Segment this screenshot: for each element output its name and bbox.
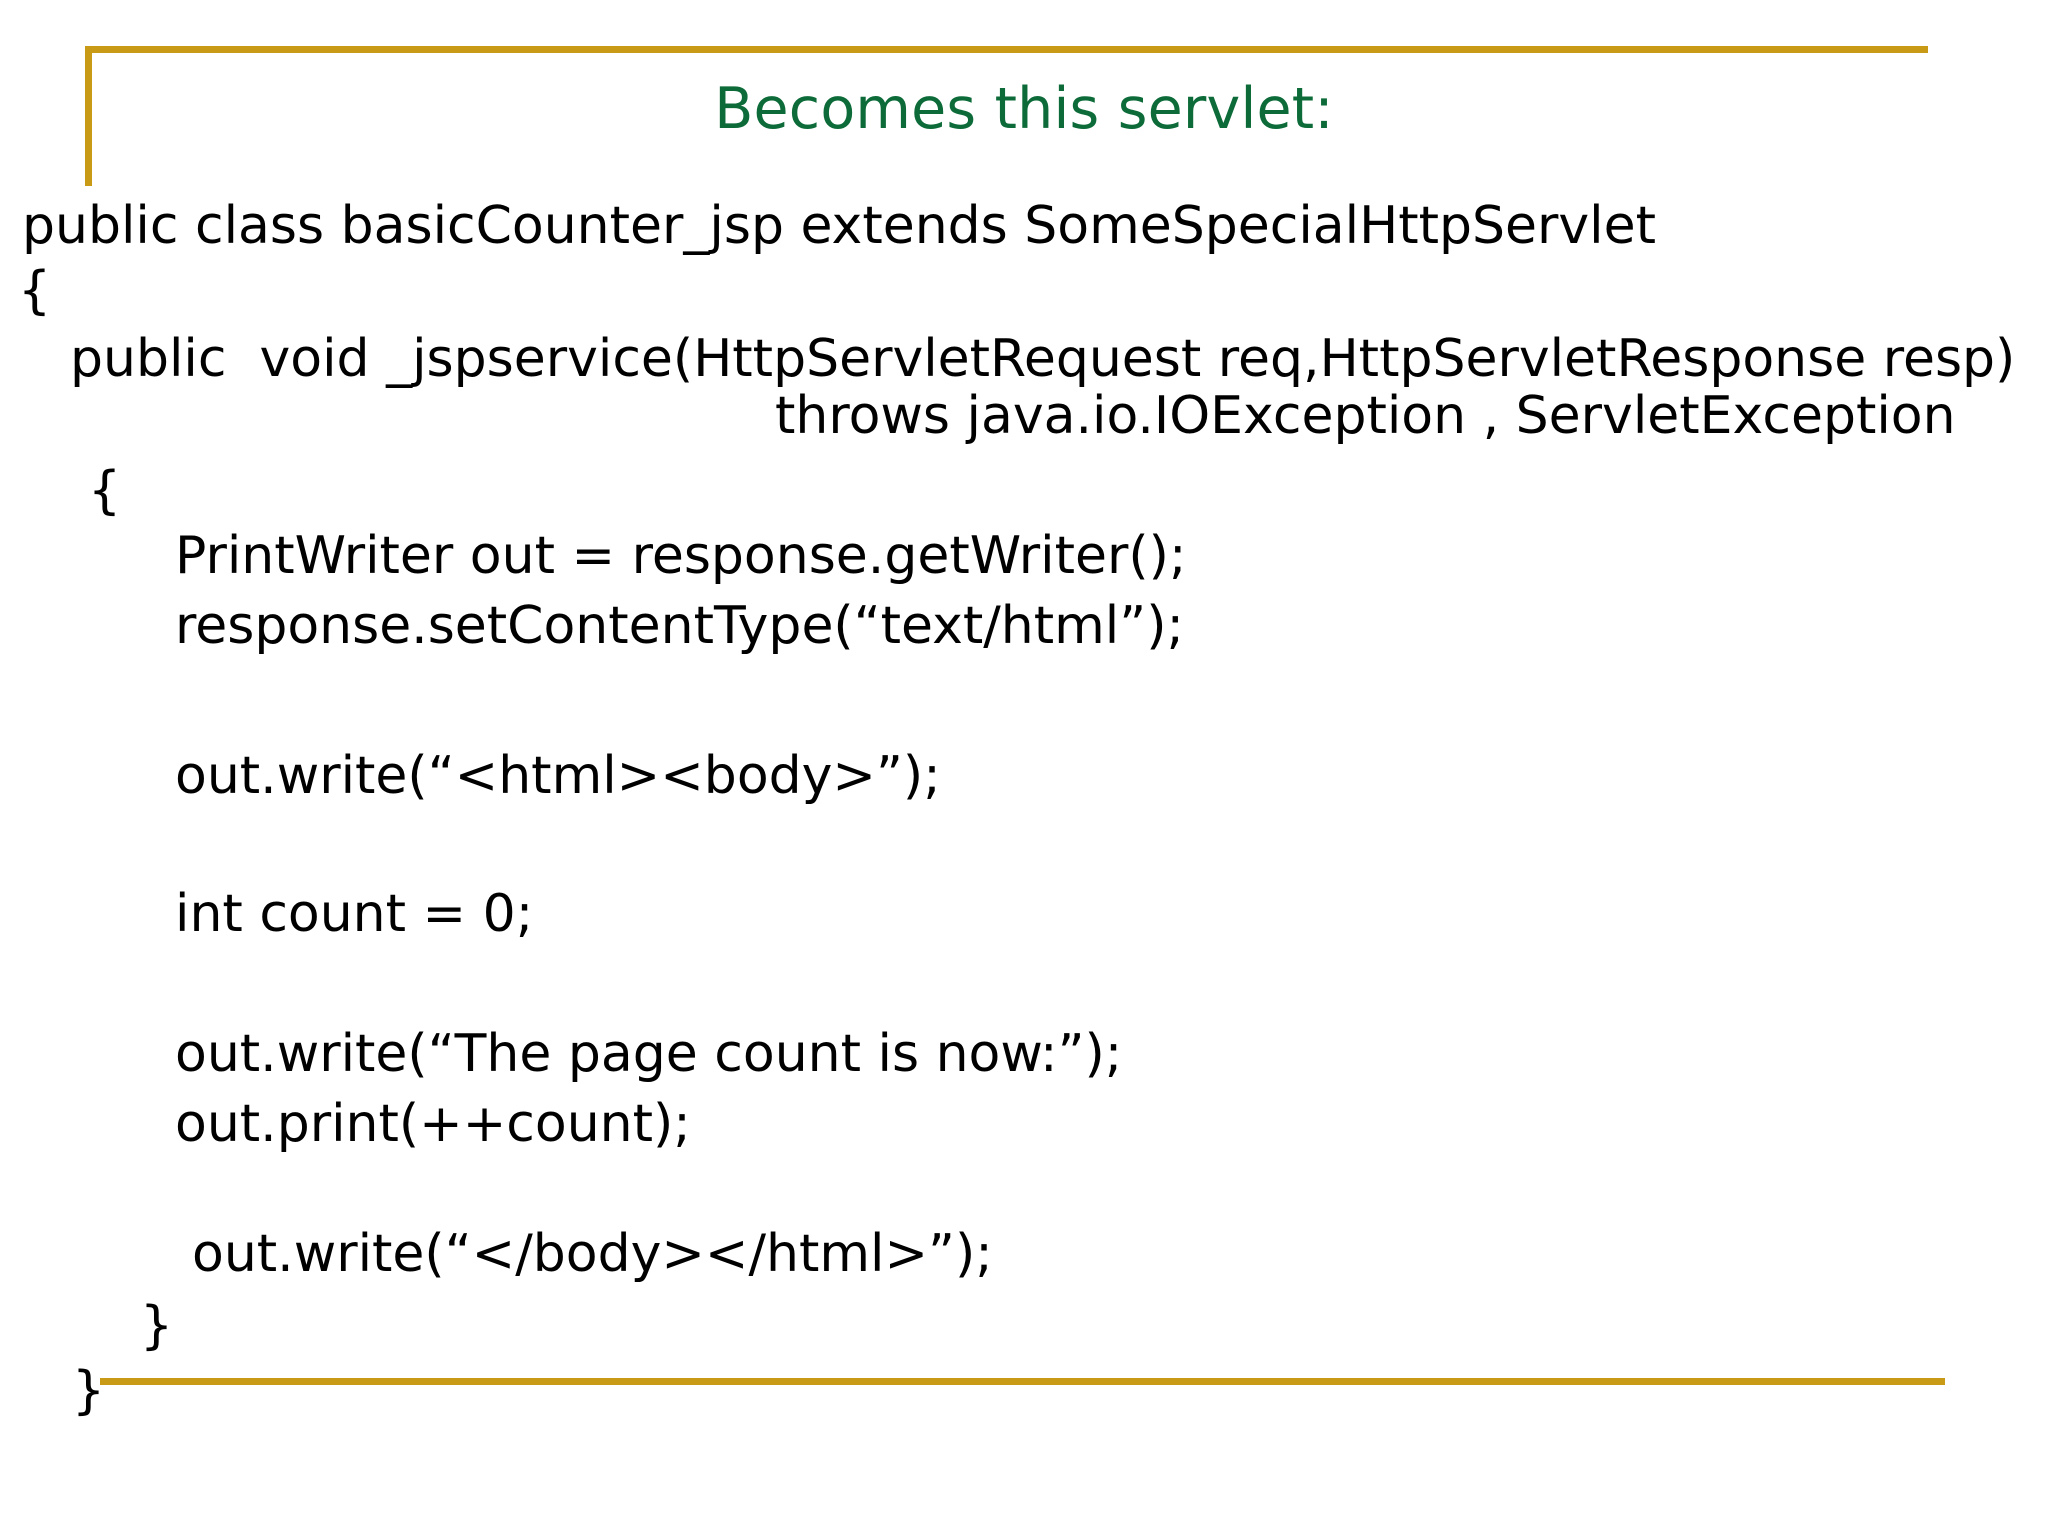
code-line-class-close-brace: }: [72, 1361, 106, 1421]
code-line-int-count: int count = 0;: [175, 884, 534, 944]
accent-rule-bottom: [100, 1378, 1945, 1385]
slide-title: Becomes this servlet:: [714, 76, 1334, 142]
code-line-set-content-type: response.setContentType(“text/html”);: [175, 596, 1184, 656]
code-line-write-message: out.write(“The page count is now:”);: [175, 1024, 1123, 1084]
code-line-printwriter: PrintWriter out = response.getWriter();: [175, 526, 1187, 586]
code-line-class-open-brace: {: [18, 261, 52, 321]
code-line-print-count: out.print(++count);: [175, 1094, 691, 1154]
code-line-method-signature: public void _jspservice(HttpServletReque…: [70, 329, 2016, 389]
code-line-write-html-open: out.write(“<html><body>”);: [175, 746, 941, 806]
code-line-method-open-brace: {: [88, 461, 122, 521]
accent-rule-left: [85, 46, 92, 186]
code-line-class-declaration: public class basicCounter_jsp extends So…: [22, 196, 1656, 256]
code-line-throws-clause: throws java.io.IOException , ServletExce…: [775, 386, 1956, 446]
code-line-write-html-close: out.write(“</body></html>”);: [192, 1224, 993, 1284]
accent-rule-top: [85, 46, 1928, 53]
code-line-method-close-brace: }: [140, 1296, 174, 1356]
